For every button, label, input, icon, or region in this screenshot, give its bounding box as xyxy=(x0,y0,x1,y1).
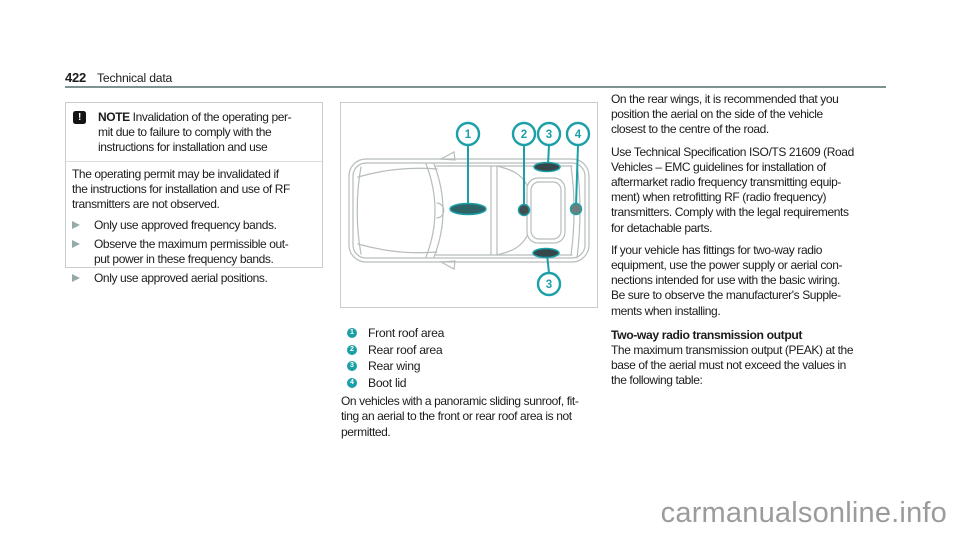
callout-leader-lines xyxy=(467,144,579,274)
callout-1: 1 xyxy=(465,129,472,141)
note-bullet-list: Only use approved frequency bands. Obser… xyxy=(66,214,322,286)
callout-3-bottom: 3 xyxy=(546,279,552,291)
page-section-title: Technical data xyxy=(97,71,173,85)
legend-label: Rear roof area xyxy=(368,342,443,357)
note-divider xyxy=(66,161,322,162)
marker-front-roof xyxy=(449,202,487,216)
marker-boot-lid xyxy=(569,202,583,216)
diagram-caption: On vehicles with a panoramic sliding sun… xyxy=(341,394,579,439)
bullet-arrow-icon xyxy=(72,271,94,286)
bullet-arrow-icon xyxy=(72,237,94,267)
paragraph: Use Technical Specification ISO/TS 21609… xyxy=(611,144,854,235)
callout-3-top: 3 xyxy=(546,129,552,141)
header-rule xyxy=(65,86,886,88)
bullet-arrow-icon xyxy=(72,218,94,233)
list-item: 3 Rear wing xyxy=(347,358,444,375)
right-column: On the rear wings, it is recommended tha… xyxy=(611,92,899,396)
paragraph: If your vehicle has fittings for two-way… xyxy=(611,242,843,318)
list-item: Only use approved frequency bands. xyxy=(72,218,316,233)
marker-rear-wing-bottom xyxy=(532,247,560,259)
list-item: Only use approved aerial positions. xyxy=(72,271,316,286)
legend-label: Front roof area xyxy=(368,326,445,341)
callout-circles: 1 2 3 4 3 xyxy=(455,121,591,297)
list-item: 2 Rear roof area xyxy=(347,342,444,359)
legend-label: Rear wing xyxy=(368,359,421,374)
marker-rear-wing-top xyxy=(533,161,561,173)
note-body-text: The operating permit may be invalidated … xyxy=(72,167,290,211)
paragraph: On the rear wings, it is recommended tha… xyxy=(611,92,839,137)
bullet-text: Only use approved frequency bands. xyxy=(94,218,277,232)
note-label: NOTE xyxy=(98,110,130,124)
legend-number-icon: 4 xyxy=(347,377,357,388)
callout-4: 4 xyxy=(575,129,582,141)
list-item: 1 Front roof area xyxy=(347,325,444,342)
watermark-text: carmanualsonline.info xyxy=(660,497,947,529)
callout-2: 2 xyxy=(521,129,527,141)
list-item: Observe the maximum permissible out-put … xyxy=(72,237,316,267)
note-exclamation-icon: ! xyxy=(73,111,86,124)
legend-number-icon: 1 xyxy=(347,328,357,339)
car-top-view-diagram: 1 2 3 4 3 xyxy=(348,121,591,297)
bullet-text: Observe the maximum permissible out-put … xyxy=(94,237,289,266)
car-diagram-box: 1 2 3 4 3 xyxy=(340,102,598,308)
note-box: ! NOTE Invalidation of the operating per… xyxy=(65,102,323,285)
bullet-text: Only use approved aerial positions. xyxy=(94,271,268,285)
marker-rear-roof xyxy=(517,203,531,217)
list-item: 4 Boot lid xyxy=(347,375,444,392)
page-number: 422 xyxy=(65,70,87,85)
legend-label: Boot lid xyxy=(368,375,407,390)
note-title: Invalidation of the operating per-mit du… xyxy=(98,110,292,154)
subsection-heading: Two-way radio transmission output xyxy=(611,327,803,342)
paragraph: The maximum transmission output (PEAK) a… xyxy=(611,343,854,388)
diagram-legend: 1 Front roof area 2 Rear roof area 3 Rea… xyxy=(347,325,444,391)
legend-number-icon: 3 xyxy=(347,361,357,372)
note-header: ! NOTE Invalidation of the operating per… xyxy=(66,103,322,161)
legend-number-icon: 2 xyxy=(347,344,357,355)
aerial-position-markers xyxy=(449,161,583,259)
